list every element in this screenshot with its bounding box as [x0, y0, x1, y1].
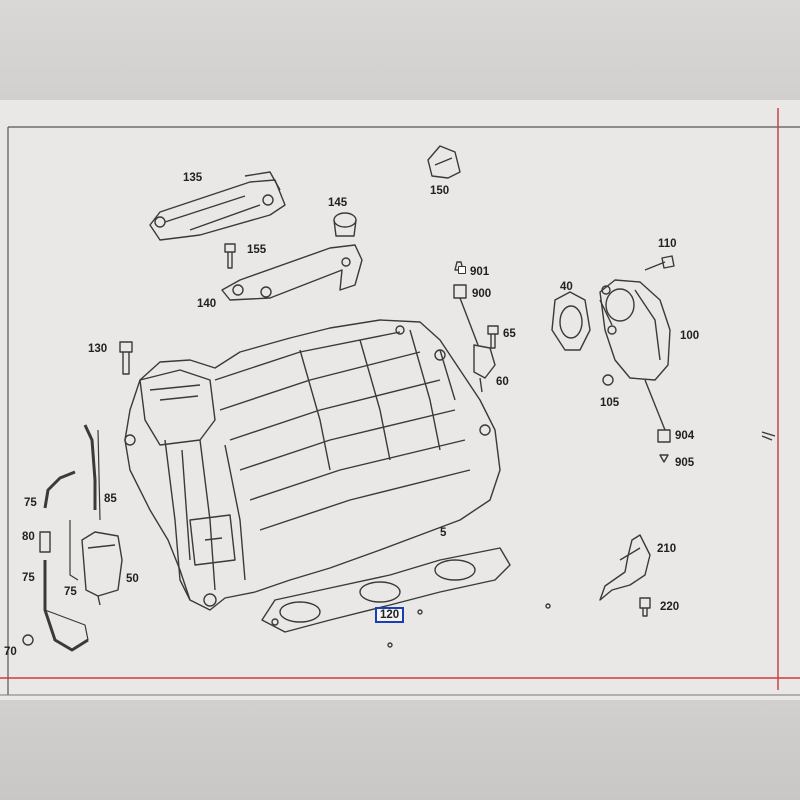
label-40[interactable]: 40 — [560, 281, 573, 293]
label-150[interactable]: 150 — [430, 185, 450, 197]
clip-150 — [427, 145, 461, 179]
throttle-body-100 — [599, 279, 671, 381]
label-70[interactable]: 70 — [4, 646, 17, 658]
part-60 — [473, 344, 496, 393]
label-900[interactable]: 900 — [472, 288, 492, 300]
label-145[interactable]: 145 — [328, 197, 348, 209]
manifold-runners — [214, 331, 471, 531]
valve-50 — [81, 531, 123, 597]
bolt-110 — [644, 255, 675, 271]
hose-85 — [97, 429, 101, 521]
hose-75-mid — [43, 470, 76, 509]
label-5[interactable]: 5 — [440, 527, 447, 539]
manifold-body — [124, 319, 501, 611]
monitor-bottom-bezel — [0, 700, 800, 800]
label-65[interactable]: 65 — [503, 328, 516, 340]
label-904[interactable]: 904 — [675, 430, 695, 442]
bracket-140 — [221, 244, 363, 301]
intake-gasket — [261, 547, 511, 633]
bracket-135-detail — [164, 171, 281, 231]
pin-905 — [659, 454, 669, 463]
label-110[interactable]: 110 — [658, 238, 677, 250]
bolt-65 — [487, 325, 499, 349]
connector-904 — [657, 429, 671, 443]
cap-145 — [333, 212, 357, 228]
manifold-left-rails — [164, 439, 246, 601]
part-105 — [602, 374, 614, 386]
label-210[interactable]: 210 — [657, 543, 677, 555]
label-60[interactable]: 60 — [496, 376, 509, 388]
label-140[interactable]: 140 — [197, 298, 217, 310]
sensor-901-icon — [458, 266, 466, 274]
label-155[interactable]: 155 — [247, 244, 267, 256]
bolt-220 — [639, 597, 651, 617]
label-80[interactable]: 80 — [22, 531, 35, 543]
bolt-155 — [224, 243, 236, 269]
manifold-valve-block — [139, 369, 216, 446]
hose-75-upper — [83, 424, 97, 510]
monitor-top-bezel — [0, 0, 800, 100]
screen-frame-lines — [0, 108, 800, 696]
label-120-selected[interactable]: 120 — [375, 607, 405, 623]
label-100[interactable]: 100 — [680, 330, 700, 342]
plug-70 — [22, 634, 34, 646]
label-135[interactable]: 135 — [183, 172, 203, 184]
label-901[interactable]: 901 — [470, 266, 490, 278]
label-105[interactable]: 105 — [600, 397, 620, 409]
bolt-130 — [119, 341, 133, 375]
gasket-40 — [551, 291, 591, 351]
label-75-upper[interactable]: 75 — [24, 497, 37, 509]
label-75-left[interactable]: 75 — [22, 572, 35, 584]
bracket-210 — [599, 534, 651, 601]
label-50[interactable]: 50 — [126, 573, 139, 585]
label-130[interactable]: 130 — [88, 343, 108, 355]
label-220[interactable]: 220 — [660, 601, 680, 613]
label-905[interactable]: 905 — [675, 457, 695, 469]
bracket-135 — [149, 179, 286, 241]
fitting-80 — [39, 531, 51, 553]
label-75-lower[interactable]: 75 — [64, 586, 77, 598]
hose-75-lower — [43, 560, 89, 652]
label-85[interactable]: 85 — [104, 493, 117, 505]
sensor-900 — [453, 284, 467, 299]
